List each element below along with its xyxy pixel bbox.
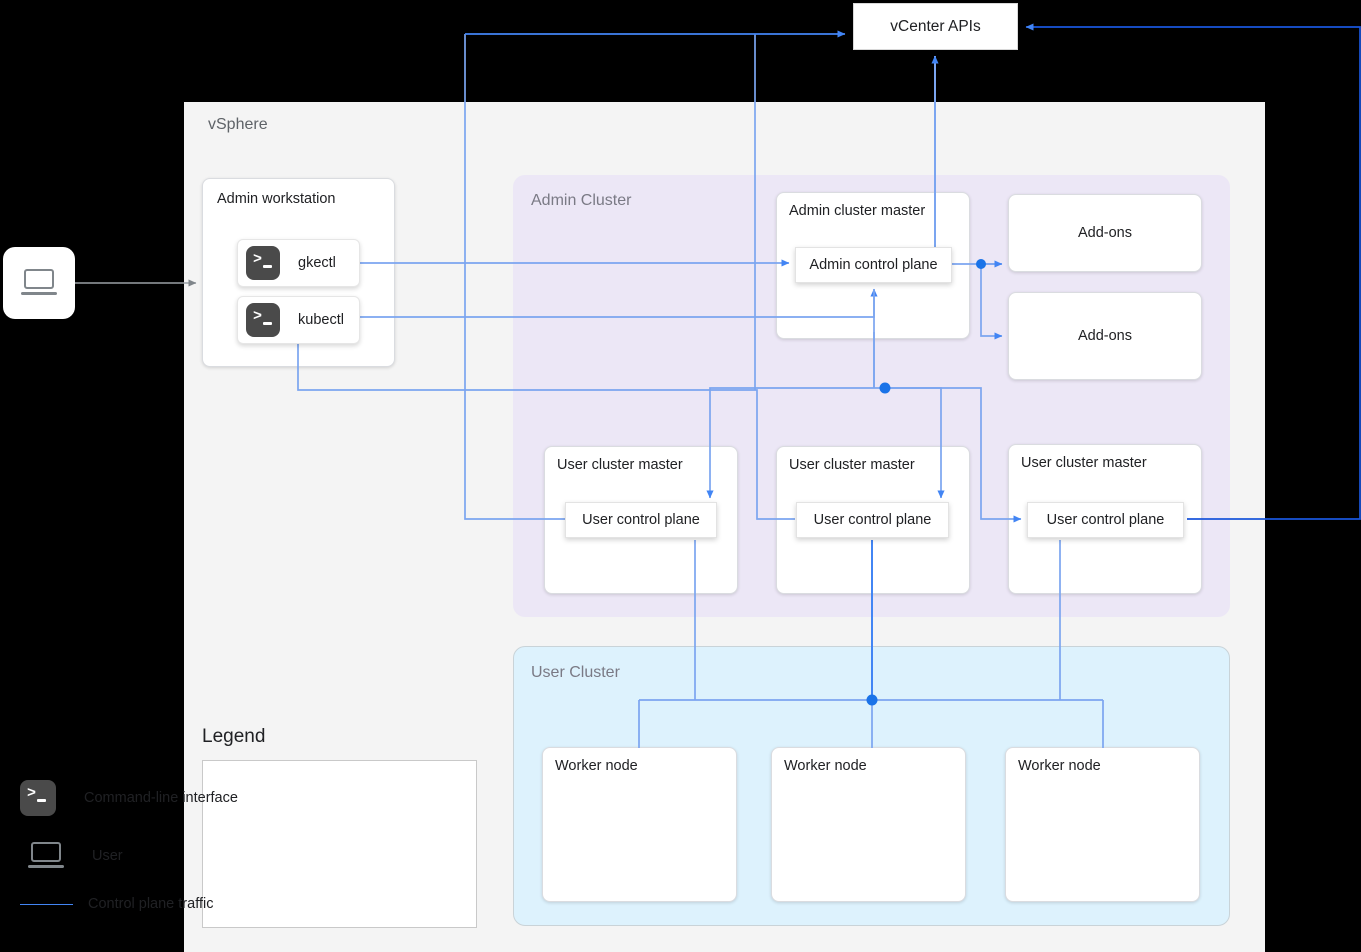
legend-item-user: User	[20, 842, 123, 870]
terminal-icon	[20, 780, 56, 816]
addons-label-1: Add-ons	[1077, 225, 1132, 241]
user-cluster-label: User Cluster	[531, 664, 620, 681]
worker-node-box-3[interactable]: Worker node	[1005, 747, 1200, 902]
laptop-icon	[28, 842, 64, 870]
line-swatch-icon	[20, 903, 73, 905]
cli-chip-gkectl[interactable]: gkectl	[237, 239, 360, 287]
terminal-icon	[246, 303, 280, 337]
user-control-plane-box-2[interactable]: User control plane	[796, 502, 949, 538]
vcenter-apis-box[interactable]: vCenter APIs	[853, 3, 1018, 50]
vsphere-label: vSphere	[208, 116, 268, 133]
laptop-base	[21, 292, 57, 295]
legend-label-cli: Command-line interface	[84, 790, 238, 806]
admin-cluster-master-title: Admin cluster master	[789, 203, 926, 219]
worker-node-title-3: Worker node	[1018, 758, 1101, 774]
legend-label-user: User	[92, 848, 123, 864]
cli-chip-kubectl[interactable]: kubectl	[237, 296, 360, 344]
cli-label-kubectl: kubectl	[298, 312, 344, 328]
user-control-plane-box-3[interactable]: User control plane	[1027, 502, 1184, 538]
addons-label-2: Add-ons	[1077, 328, 1132, 344]
laptop-screen	[31, 842, 61, 862]
user-node[interactable]	[3, 247, 75, 319]
admin-cluster-label: Admin Cluster	[531, 192, 632, 209]
admin-control-plane-box[interactable]: Admin control plane	[795, 247, 952, 283]
worker-node-title-2: Worker node	[784, 758, 867, 774]
user-cluster-master-title-1: User cluster master	[557, 457, 683, 473]
user-control-plane-box-1[interactable]: User control plane	[565, 502, 717, 538]
legend-item-traffic: Control plane traffic	[20, 896, 213, 912]
legend-label-traffic: Control plane traffic	[88, 896, 214, 912]
laptop-screen	[24, 269, 54, 289]
legend-box	[202, 760, 477, 928]
worker-node-box-1[interactable]: Worker node	[542, 747, 737, 902]
cli-label-gkectl: gkectl	[298, 255, 336, 271]
user-cluster-master-title-2: User cluster master	[789, 457, 915, 473]
worker-node-title-1: Worker node	[555, 758, 638, 774]
laptop-icon	[21, 269, 57, 297]
laptop-base	[28, 865, 64, 868]
worker-node-box-2[interactable]: Worker node	[771, 747, 966, 902]
legend-item-cli: Command-line interface	[20, 780, 238, 816]
user-cluster-master-title-3: User cluster master	[1021, 455, 1147, 471]
addons-box-1[interactable]: Add-ons	[1008, 194, 1202, 272]
legend-title: Legend	[202, 726, 266, 747]
admin-workstation-title: Admin workstation	[217, 191, 336, 207]
terminal-icon	[246, 246, 280, 280]
addons-box-2[interactable]: Add-ons	[1008, 292, 1202, 380]
